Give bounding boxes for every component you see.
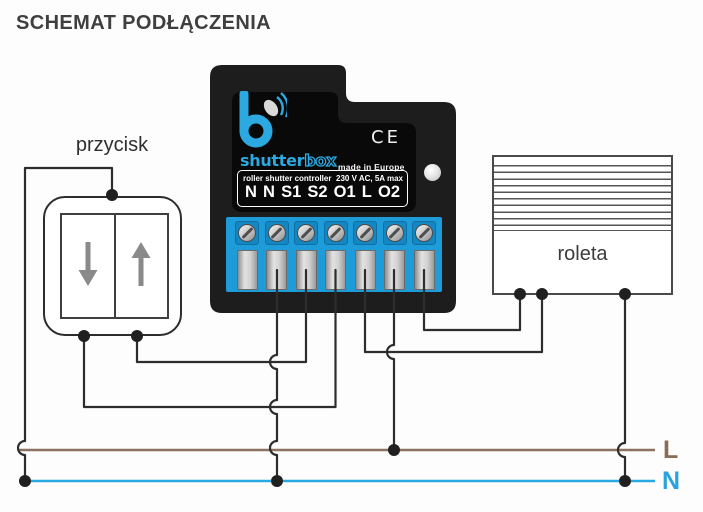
arrow-down-icon [76, 240, 100, 293]
terminal-slot [325, 250, 346, 290]
push-button-rockers [60, 213, 169, 319]
screw-terminal [233, 217, 261, 292]
wire-shutter-to-neutral [616, 292, 627, 483]
terminal-slot [354, 250, 376, 290]
terminal-block [226, 217, 442, 292]
terminal-slot [384, 250, 405, 290]
ce-mark-icon: CE [371, 127, 401, 148]
terminal-screw-icon [323, 221, 348, 245]
rocker-down [62, 215, 114, 317]
screw-terminal [263, 217, 291, 292]
brand-shutter: shutter [240, 151, 305, 170]
status-led-icon [424, 164, 441, 181]
product-name: roller shutter controller [243, 174, 332, 183]
push-button [43, 196, 182, 336]
terminal-screw-icon [353, 221, 377, 245]
page-title: SCHEMAT PODŁĄCZENIA [16, 12, 272, 34]
screw-terminal [322, 217, 350, 292]
arrow-up-icon [129, 240, 153, 293]
terminal-screw-icon [382, 221, 407, 245]
terminal-screw-icon [294, 221, 318, 245]
terminal-slot [413, 250, 435, 290]
terminal-label: O1 [333, 183, 356, 201]
terminal-label: S1 [281, 183, 302, 201]
roller-shutter-label: roleta [557, 243, 608, 265]
terminal-label: S2 [307, 183, 328, 201]
shutter-slats-icon [494, 160, 671, 231]
shutterbox-device: shutterbox CE made in Europe roller shut… [210, 65, 456, 313]
push-button-label: przycisk [75, 134, 149, 156]
made-in-label: made in Europe [338, 162, 405, 172]
terminal-screw-icon [235, 221, 259, 245]
terminal-screw-icon [264, 221, 289, 245]
screw-terminal [292, 217, 320, 292]
terminal-label: O2 [377, 183, 400, 201]
blebox-logo-icon [239, 91, 287, 148]
terminal-screw-icon [412, 221, 436, 245]
roller-shutter: roleta [492, 155, 673, 295]
rocker-up [113, 215, 168, 317]
terminal-label: N [245, 183, 257, 201]
terminal-slot [295, 250, 317, 290]
brand-box: box [304, 150, 337, 170]
screw-terminal [381, 217, 409, 292]
live-bus-label: L [663, 436, 679, 464]
neutral-bus-label: N [662, 467, 681, 495]
product-rating: 230 V AC, 5A max [336, 174, 403, 183]
screw-terminal [410, 217, 438, 292]
terminal-slot [236, 250, 258, 290]
brand-wordmark: shutterbox [240, 150, 337, 170]
terminal-slot [266, 250, 287, 290]
terminal-label: L [361, 183, 372, 201]
screw-terminal [351, 217, 379, 292]
terminal-label: N [263, 183, 275, 201]
device-label-box: roller shutter controller 230 V AC, 5A m… [237, 170, 408, 207]
